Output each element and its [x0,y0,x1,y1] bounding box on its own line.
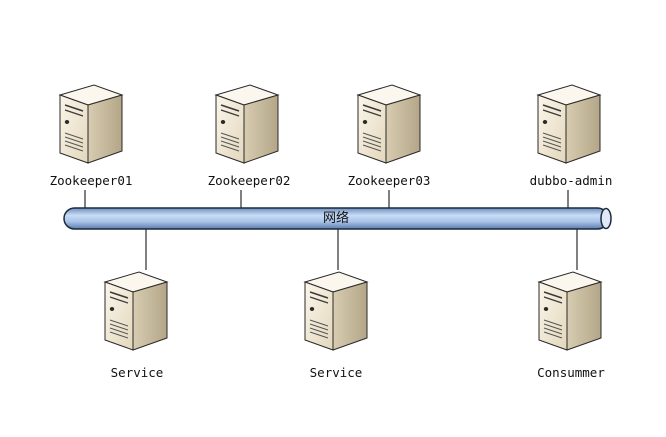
node-label: Service [111,365,164,380]
node-zookeeper03: Zookeeper03 [348,84,431,188]
node-label: dubbo-admin [530,173,613,188]
node-consumer: Consummer [537,271,605,380]
server-tower-icon [537,84,601,164]
node-label: Zookeeper02 [208,173,291,188]
server-tower-icon [538,271,602,351]
network-bus: 网络 [63,207,612,230]
server-tower-icon [59,84,123,164]
server-tower-icon [304,271,368,351]
node-service-1: Service [104,271,168,380]
node-label: Zookeeper03 [348,173,431,188]
node-label: Service [310,365,363,380]
node-zookeeper02: Zookeeper02 [208,84,291,188]
node-dubbo-admin: dubbo-admin [530,84,613,188]
server-tower-icon [104,271,168,351]
server-tower-icon [215,84,279,164]
server-tower-icon [357,84,421,164]
node-label: Consummer [537,365,605,380]
network-label: 网络 [323,210,349,226]
node-service-2: Service [304,271,368,380]
node-label: Zookeeper01 [50,173,133,188]
connectors [84,190,578,270]
node-zookeeper01: Zookeeper01 [50,84,133,188]
